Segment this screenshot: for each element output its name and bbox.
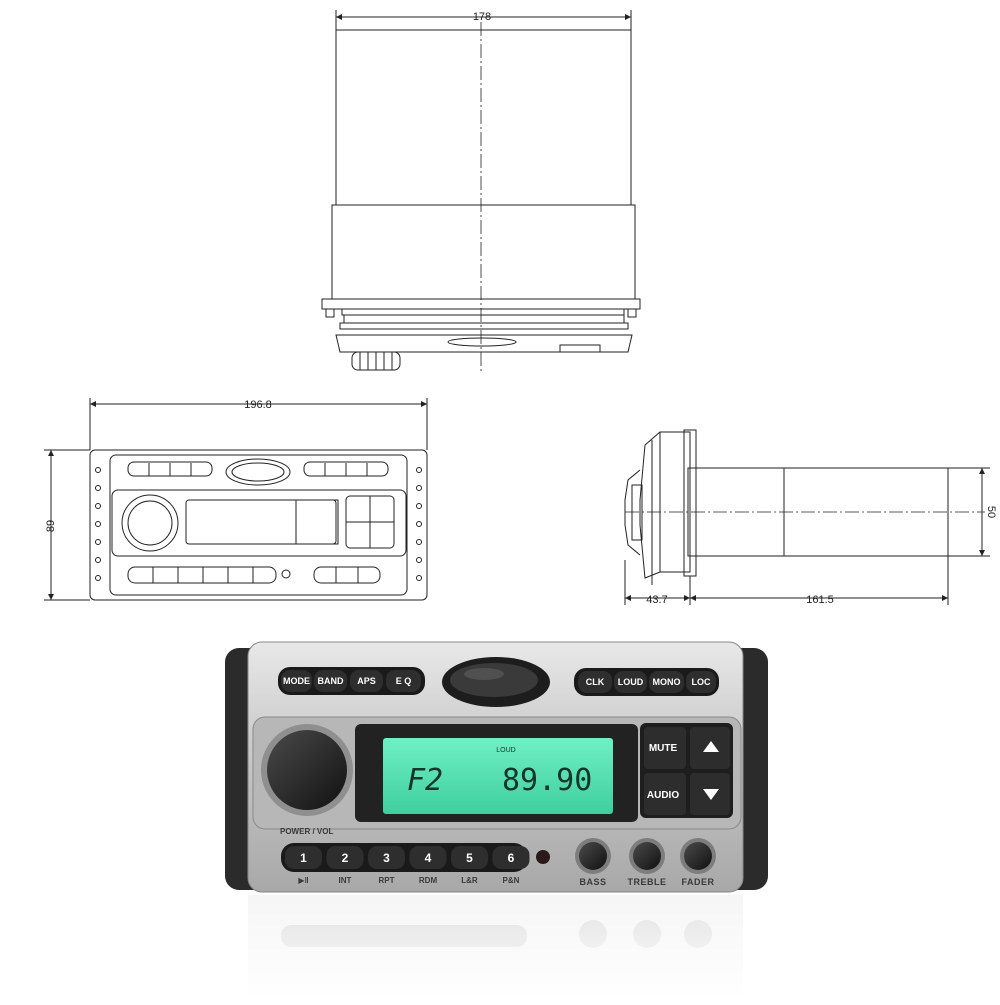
top-chassis-front: [331, 204, 636, 300]
preset-5-button[interactable]: [451, 846, 488, 869]
radio-unit: MODE BAND APS E Q CLK LOUD MONO LOC LOUD F2 89…: [225, 641, 768, 893]
aps-label: APS: [357, 676, 376, 686]
lcd-loud-indicator: LOUD: [496, 747, 515, 754]
preset-4-label: 4: [425, 851, 432, 865]
top-chassis-rear: [335, 29, 632, 206]
preset-function-2-label: INT: [339, 876, 352, 885]
bass-label: BASS: [579, 877, 606, 887]
top-right-button-row: CLK LOUD MONO LOC: [578, 671, 716, 693]
preset-function-5-label: L&R: [461, 876, 478, 885]
ir-sensor: [536, 850, 550, 864]
top-view: [321, 10, 641, 372]
front-view: [44, 398, 428, 601]
preset-3-label: 3: [383, 851, 390, 865]
loc-button[interactable]: [686, 671, 716, 693]
mode-button[interactable]: [281, 670, 312, 692]
audio-label: AUDIO: [647, 790, 679, 801]
fader-label: FADER: [681, 877, 714, 887]
band-label: BAND: [318, 676, 344, 686]
preset-2-label: 2: [342, 851, 349, 865]
treble-knob[interactable]: [633, 842, 661, 870]
aps-button[interactable]: [350, 670, 383, 692]
bass-knob[interactable]: [579, 842, 607, 870]
dim-50-label: 50: [985, 506, 997, 518]
side-view: [624, 429, 990, 605]
preset-function-6-label: P&N: [503, 876, 520, 885]
preset-function-row: ▶‖ INT RPT RDM L&R P&N: [298, 876, 519, 885]
preset-button-row: 1 2 3 4 5 6: [285, 846, 530, 869]
e-q-button[interactable]: [386, 670, 421, 692]
preset-function-4-label: RDM: [419, 876, 438, 885]
mute-button[interactable]: [644, 727, 686, 769]
preset-1-button[interactable]: [285, 846, 322, 869]
power-volume-knob[interactable]: [267, 730, 347, 810]
lcd-display: [383, 738, 613, 814]
mono-button[interactable]: [649, 671, 684, 693]
treble-label: TREBLE: [628, 877, 667, 887]
tone-knob-row: BASS TREBLE FADER: [575, 838, 716, 887]
dim-43-7-label: 43.7: [646, 594, 667, 606]
preset-1-label: 1: [300, 851, 307, 865]
top-button-row: MODE BAND APS E Q: [281, 670, 421, 692]
dim-89-label: 89: [45, 520, 57, 532]
down-arrow-icon: [703, 789, 719, 800]
preset-function-3-label: RPT: [379, 876, 395, 885]
loud-button[interactable]: [614, 671, 647, 693]
dim-196-8-label: 196.8: [244, 399, 272, 411]
power-vol-label: POWER / VOL: [280, 827, 333, 836]
loud-label: LOUD: [618, 677, 644, 687]
preset-4-button[interactable]: [409, 846, 447, 869]
dim-178-label: 178: [473, 11, 491, 23]
loc-label: LOC: [692, 677, 711, 687]
mode-label: MODE: [283, 676, 310, 686]
up-arrow-icon: [703, 741, 719, 752]
band-button[interactable]: [314, 670, 347, 692]
mono-label: MONO: [653, 677, 681, 687]
e-q-label: E Q: [396, 676, 412, 686]
clk-button[interactable]: [578, 671, 612, 693]
dim-161-5-label: 161.5: [806, 594, 834, 606]
fader-knob[interactable]: [684, 842, 712, 870]
lcd-channel: F2: [407, 763, 443, 798]
preset-2-button[interactable]: [326, 846, 364, 869]
audio-button[interactable]: [644, 773, 686, 815]
preset-6-label: 6: [508, 851, 515, 865]
mute-label: MUTE: [649, 743, 678, 754]
preset-6-button[interactable]: [492, 846, 530, 869]
side-body: [687, 467, 949, 557]
preset-3-button[interactable]: [368, 846, 405, 869]
preset-5-label: 5: [466, 851, 473, 865]
clk-label: CLK: [586, 677, 605, 687]
preset-function-1-label: ▶‖: [298, 876, 308, 885]
lcd-frequency: 89.90: [502, 763, 592, 798]
front-frame: [89, 449, 428, 601]
